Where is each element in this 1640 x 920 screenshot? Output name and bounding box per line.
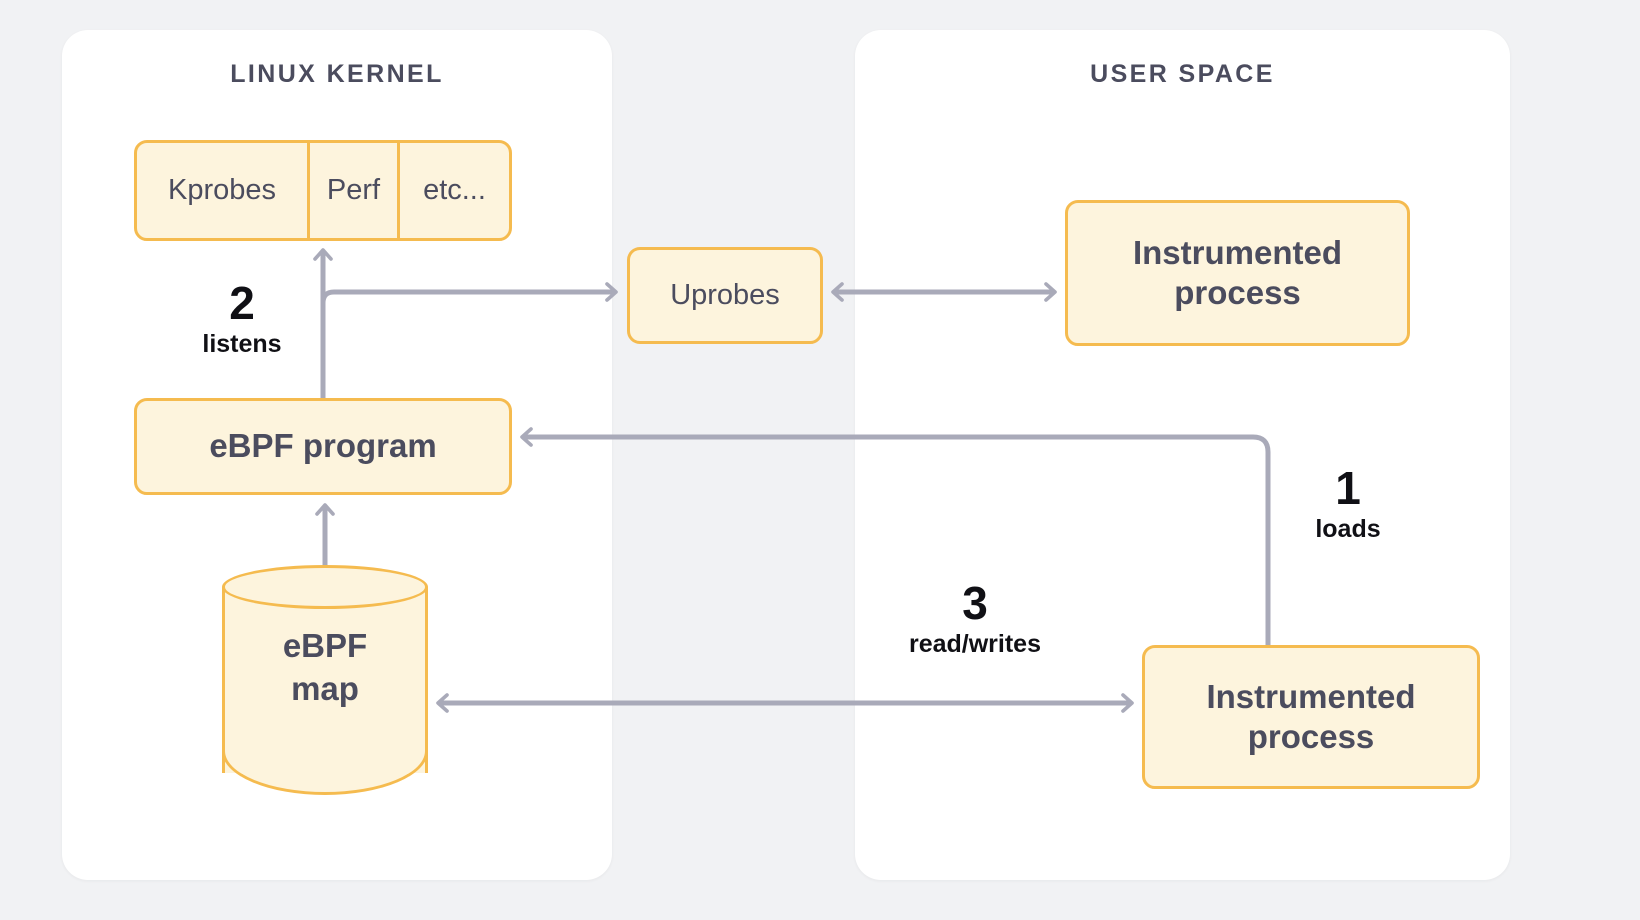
step-annotation-1-loads: 1 loads <box>1288 465 1408 542</box>
panel-title-user-space: USER SPACE <box>1090 60 1275 88</box>
probe-cell-kprobes[interactable]: Kprobes <box>167 173 276 206</box>
node-ebpf-map[interactable]: eBPF map <box>222 565 428 795</box>
probe-cell-etc[interactable]: etc... <box>397 143 509 238</box>
node-instrumented-process-top-line1: Instrumented <box>1132 233 1343 271</box>
panel-title-linux-kernel: LINUX KERNEL <box>230 60 444 88</box>
step-1-label: loads <box>1315 515 1381 543</box>
node-instrumented-process-bottom-label: Instrumented process <box>1206 677 1415 758</box>
node-uprobes[interactable]: Uprobes <box>627 247 823 344</box>
node-probes-strip[interactable]: Kprobes Perf etc... <box>134 140 512 241</box>
cylinder-bottom-cap <box>222 751 428 795</box>
node-instrumented-process-bottom[interactable]: Instrumented process <box>1142 645 1480 789</box>
node-ebpf-map-label-line2: map <box>291 669 359 707</box>
step-annotation-2-listens: 2 listens <box>182 280 302 357</box>
step-2-number: 2 <box>229 277 255 329</box>
step-1-number: 1 <box>1335 462 1361 514</box>
node-instrumented-process-top[interactable]: Instrumented process <box>1065 200 1410 346</box>
node-ebpf-map-label-line1: eBPF <box>282 627 368 664</box>
node-instrumented-process-bottom-line2: process <box>1247 718 1375 755</box>
node-instrumented-process-top-line2: process <box>1174 274 1301 311</box>
step-3-label: read/writes <box>908 630 1041 658</box>
step-3-number: 3 <box>962 577 988 629</box>
probe-cell-perf[interactable]: Perf <box>307 143 397 238</box>
node-instrumented-process-bottom-line1: Instrumented <box>1206 677 1416 715</box>
node-ebpf-map-label: eBPF map <box>222 625 428 711</box>
node-instrumented-process-top-label: Instrumented process <box>1133 233 1342 314</box>
node-ebpf-program[interactable]: eBPF program <box>134 398 512 495</box>
step-annotation-3-read-writes: 3 read/writes <box>880 580 1070 657</box>
cylinder-body <box>222 587 428 773</box>
cylinder-top-ellipse-icon <box>222 565 428 609</box>
step-2-label: listens <box>202 330 282 358</box>
